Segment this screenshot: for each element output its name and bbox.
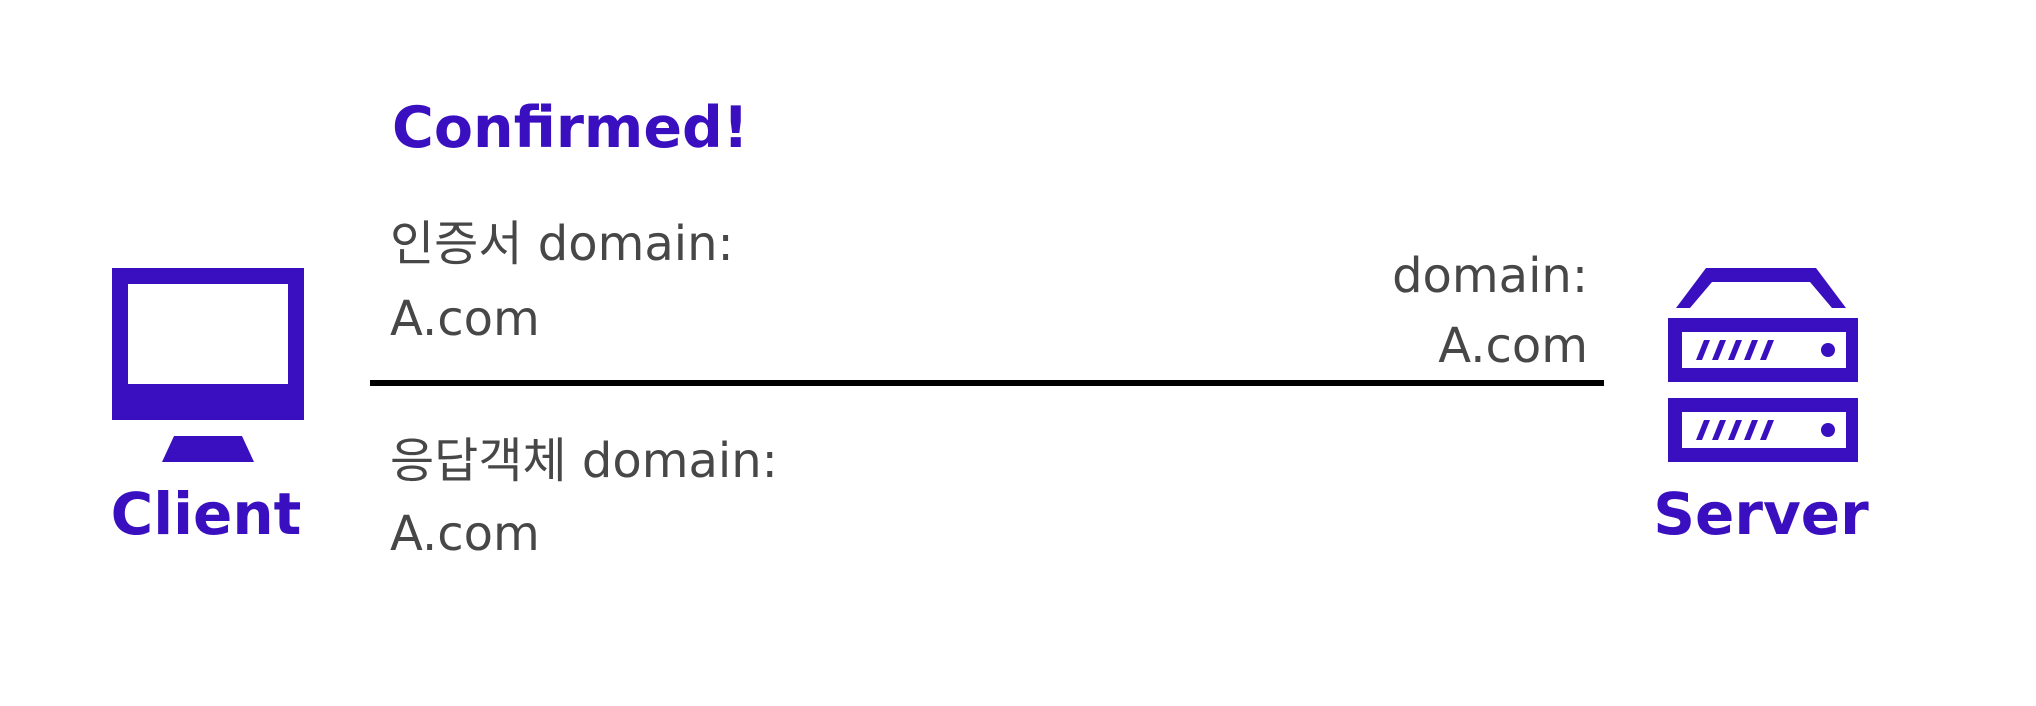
response-object-domain-label: 응답객체 domain: bbox=[390, 433, 778, 489]
connection-line bbox=[370, 380, 1604, 386]
monitor-icon bbox=[112, 268, 304, 462]
confirmed-title: Confirmed! bbox=[392, 95, 749, 161]
certificate-domain-value: A.com bbox=[390, 291, 540, 347]
server-label: Server bbox=[1653, 480, 1869, 548]
server-rack-icon bbox=[1668, 268, 1858, 462]
response-object-domain-value: A.com bbox=[390, 506, 540, 562]
server-domain-value: A.com bbox=[1438, 318, 1588, 374]
server-domain-label: domain: bbox=[1392, 248, 1588, 304]
certificate-domain-label: 인증서 domain: bbox=[390, 216, 734, 272]
client-label: Client bbox=[110, 480, 302, 548]
